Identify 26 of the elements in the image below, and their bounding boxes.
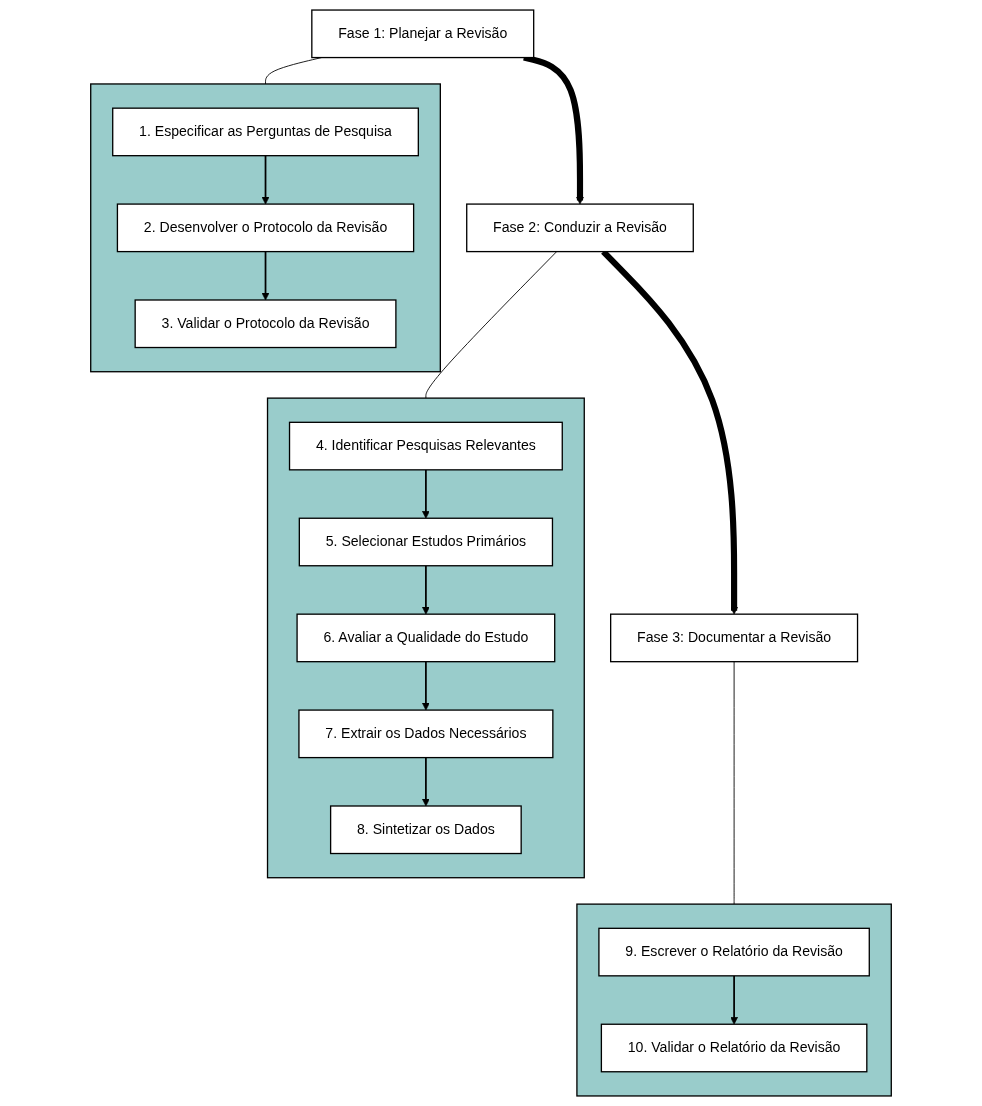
arrow [261,154,270,205]
node-box: Fase 1: Planejar a Revisão [311,9,535,59]
cluster [576,903,892,1097]
node-box: 1. Especificar as Perguntas de Pesquisa [112,107,419,157]
node-box: 2. Desenvolver o Protocolo da Revisão [116,203,415,253]
node-box: 8. Sintetizar os Dados [329,805,522,855]
arrow [523,54,584,205]
connector [733,661,735,905]
node-box: 4. Identificar Pesquisas Relevantes [288,421,563,471]
cluster [90,83,441,373]
cluster [266,397,585,879]
node-box: Fase 3: Documentar a Revisão [610,613,859,663]
node-box: 6. Avaliar a Qualidade do Estudo [296,613,556,663]
arrow [422,756,430,807]
node-box: 7. Extrair os Dados Necessários [298,709,554,759]
arrow [422,564,430,615]
node-box: 10. Validar o Relatório da Revisão [600,1023,868,1073]
arrow [422,660,430,711]
node-box: 5. Selecionar Estudos Primários [298,517,554,567]
node-box: 3. Validar o Protocolo da Revisão [134,299,397,349]
node-box: 9. Escrever o Relatório da Revisão [598,927,870,977]
arrow [261,250,270,301]
arrow [422,468,430,519]
arrow [730,974,738,1025]
connector [425,251,558,399]
node-box: Fase 2: Conduzir a Revisão [466,203,694,253]
